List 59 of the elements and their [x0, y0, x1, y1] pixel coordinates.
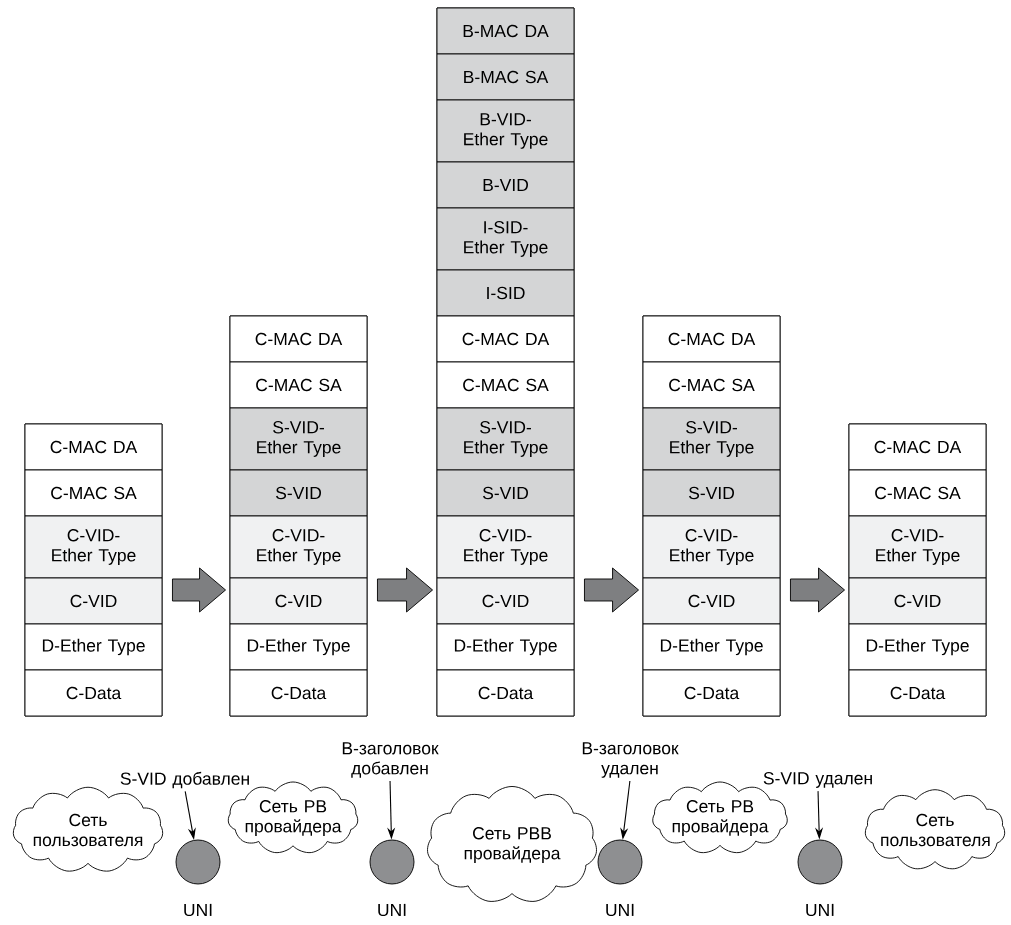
field-cell: S-VID [642, 469, 781, 517]
callout-text: B-заголовок добавлен [342, 742, 439, 778]
field-cell: C-MAC SA [229, 361, 368, 409]
field-cell: C-MAC DA [24, 423, 163, 471]
field-cell: S-VID [229, 469, 368, 517]
field-cell: B-MAC SA [436, 53, 575, 101]
field-cell: C-MAC DA [436, 315, 575, 363]
field-cell: C-Data [642, 669, 781, 717]
cloud: Сеть пользователя [864, 789, 1006, 870]
block-arrow [377, 567, 433, 613]
uni-circle [175, 839, 221, 885]
field-cell: B-VID-Ether Type [436, 99, 575, 163]
field-cell: I-SID [436, 269, 575, 317]
field-cell: C-MAC SA [436, 361, 575, 409]
field-cell: S-VID-Ether Type [229, 407, 368, 471]
callout-text: B-заголовок удален [582, 742, 679, 778]
field-cell: C-Data [229, 669, 368, 717]
uni-circle [597, 839, 643, 885]
field-cell: D-Ether Type [848, 623, 987, 671]
uni-label: UNI [606, 903, 634, 917]
field-cell: D-Ether Type [229, 623, 368, 671]
field-cell: C-VID [229, 577, 368, 625]
field-cell: C-MAC DA [229, 315, 368, 363]
field-cell: S-VID-Ether Type [642, 407, 781, 471]
field-cell: C-VID [642, 577, 781, 625]
field-cell: C-MAC SA [848, 469, 987, 517]
field-cell: C-VID [436, 577, 575, 625]
field-cell: S-VID-Ether Type [436, 407, 575, 471]
block-arrow [790, 567, 845, 613]
field-cell: D-Ether Type [436, 623, 575, 671]
cloud: Сеть PBB провайдера [427, 786, 597, 902]
field-cell: C-VID-Ether Type [24, 515, 163, 579]
field-cell: C-Data [436, 669, 575, 717]
field-cell: C-MAC SA [24, 469, 163, 517]
field-cell: C-VID [24, 577, 163, 625]
uni-label: UNI [184, 903, 212, 917]
field-cell: I-SID-Ether Type [436, 207, 575, 271]
field-cell: B-VID [436, 161, 575, 209]
field-cell: C-MAC DA [848, 423, 987, 471]
uni-label: UNI [806, 903, 834, 917]
block-arrow [584, 567, 639, 613]
field-cell: S-VID [436, 469, 575, 517]
field-cell: C-VID [848, 577, 987, 625]
field-cell: C-VID-Ether Type [436, 515, 575, 579]
block-arrow [172, 567, 226, 613]
uni-circle [369, 839, 415, 885]
field-cell: D-Ether Type [24, 623, 163, 671]
field-cell: C-Data [848, 669, 987, 717]
uni-circle [797, 839, 843, 885]
field-cell: C-Data [24, 669, 163, 717]
field-cell: C-VID-Ether Type [642, 515, 781, 579]
uni-label: UNI [378, 903, 406, 917]
field-cell: C-VID-Ether Type [229, 515, 368, 579]
cloud: Сеть пользователя [12, 786, 164, 872]
field-cell: C-MAC DA [642, 315, 781, 363]
field-cell: C-VID-Ether Type [848, 515, 987, 579]
field-cell: D-Ether Type [642, 623, 781, 671]
field-cell: C-MAC SA [642, 361, 781, 409]
field-cell: B-MAC DA [436, 7, 575, 55]
